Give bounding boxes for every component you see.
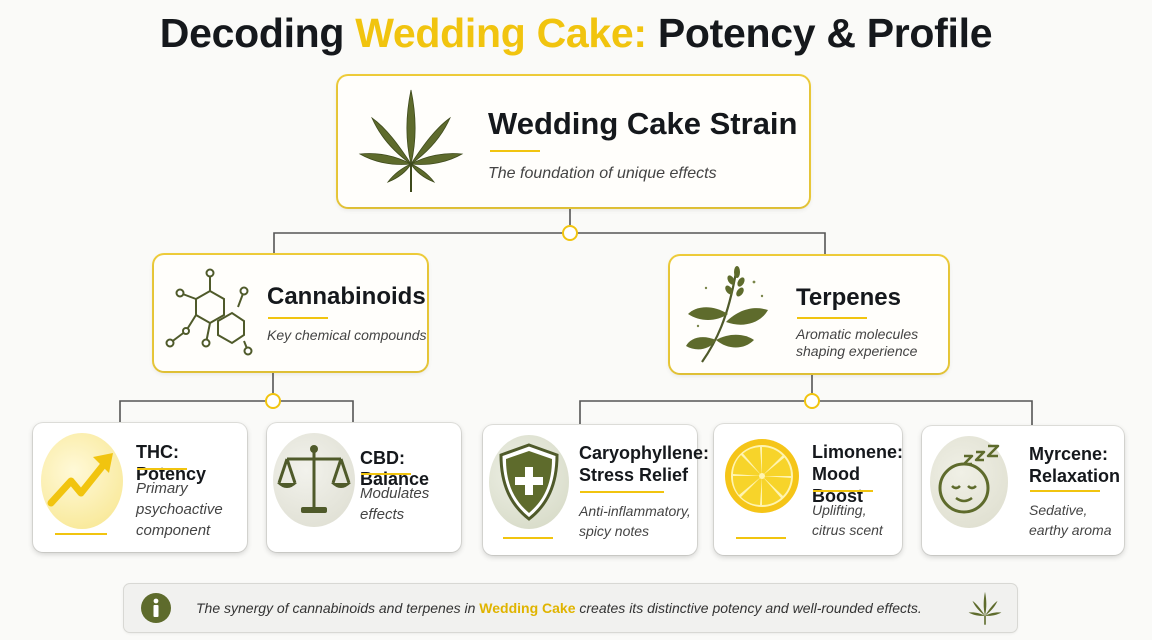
thc-desc-line1: Primary bbox=[136, 480, 188, 497]
myrcene-title: Myrcene: Relaxation bbox=[1029, 443, 1120, 487]
myrcene-underline bbox=[1030, 490, 1100, 492]
thc-icon-underline bbox=[55, 533, 107, 535]
limonene-underline bbox=[813, 490, 873, 492]
cbd-desc: Modulates effects bbox=[360, 483, 429, 525]
leaf-card-myrcene: Myrcene: Relaxation Sedative, earthy aro… bbox=[922, 426, 1124, 555]
title-highlight: Wedding Cake: bbox=[355, 10, 647, 56]
myrcene-desc: Sedative, earthy aroma bbox=[1029, 500, 1111, 540]
thc-desc-line2: psychoactive bbox=[136, 501, 223, 518]
myrcene-title-line1: Myrcene: bbox=[1029, 444, 1109, 464]
cbd-desc-line1: Modulates bbox=[360, 485, 430, 502]
sleeping-face-icon bbox=[938, 444, 1000, 514]
cannabinoids-desc: Key chemical compounds bbox=[267, 327, 427, 343]
cannabinoids-title: Cannabinoids bbox=[267, 283, 426, 310]
caryophyllene-desc: Anti-inflammatory, spicy notes bbox=[579, 501, 691, 541]
caryophyllene-icon-underline bbox=[503, 537, 553, 539]
cannabinoids-card: Cannabinoids Key chemical compounds bbox=[154, 255, 427, 371]
info-text-highlight: Wedding Cake bbox=[479, 600, 576, 616]
thc-underline bbox=[137, 468, 187, 470]
cannabinoids-underline bbox=[268, 317, 328, 319]
root-title: Wedding Cake Strain bbox=[488, 106, 798, 141]
rising-arrow-icon bbox=[47, 453, 113, 507]
limonene-title-line1: Limonene: bbox=[812, 442, 904, 462]
title-part2: Potency & Profile bbox=[646, 10, 993, 56]
terpenes-desc-line2: shaping experience bbox=[796, 343, 918, 359]
info-text: The synergy of cannabinoids and terpenes… bbox=[196, 600, 922, 616]
molecule-icon bbox=[165, 268, 253, 356]
info-icon bbox=[141, 593, 171, 623]
info-text-part2: creates its distinctive potency and well… bbox=[575, 600, 922, 616]
caryophyllene-desc-line2: spicy notes bbox=[579, 523, 650, 539]
limonene-desc: Uplifting, citrus scent bbox=[812, 500, 883, 540]
limonene-title: Limonene: Mood Boost bbox=[812, 441, 903, 507]
caryophyllene-title-line1: Caryophyllene: bbox=[579, 443, 710, 463]
myrcene-desc-line2: earthy aroma bbox=[1029, 522, 1112, 538]
leaf-card-cbd: CBD: Balance Modulates effects bbox=[267, 423, 461, 552]
root-desc: The foundation of unique effects bbox=[488, 165, 717, 182]
junction-dot-terpenes bbox=[804, 393, 820, 409]
thc-desc-line3: component bbox=[136, 522, 211, 539]
terpenes-title: Terpenes bbox=[796, 284, 901, 311]
info-banner: The synergy of cannabinoids and terpenes… bbox=[124, 584, 1017, 632]
thc-icon-bg bbox=[41, 433, 123, 529]
cbd-underline bbox=[361, 473, 411, 475]
lemon-slice-icon bbox=[725, 439, 799, 513]
caryophyllene-underline bbox=[580, 491, 664, 493]
myrcene-title-line2: Relaxation bbox=[1029, 466, 1121, 486]
balance-scale-icon bbox=[277, 445, 351, 513]
terpenes-desc: Aromatic molecules shaping experience bbox=[796, 326, 918, 360]
root-card: Wedding Cake Strain The foundation of un… bbox=[338, 76, 809, 207]
limonene-icon-underline bbox=[736, 537, 786, 539]
junction-dot-cannabinoids bbox=[265, 393, 281, 409]
limonene-desc-line1: Uplifting, bbox=[812, 502, 867, 518]
caryophyllene-title-line2: Stress Relief bbox=[579, 465, 689, 485]
limonene-desc-line2: citrus scent bbox=[812, 522, 883, 538]
caryophyllene-desc-line1: Anti-inflammatory, bbox=[579, 503, 691, 519]
leaf-card-thc: THC: Potency Primary psychoactive compon… bbox=[33, 423, 247, 552]
terpenes-underline bbox=[797, 317, 867, 319]
page-title: Decoding Wedding Cake: Potency & Profile bbox=[0, 10, 1152, 57]
caryophyllene-title: Caryophyllene: Stress Relief bbox=[579, 442, 709, 486]
herb-sprig-icon bbox=[686, 266, 768, 363]
junction-dot-root bbox=[562, 225, 578, 241]
cannabis-leaf-icon bbox=[968, 591, 1002, 625]
leaf-card-limonene: Limonene: Mood Boost Uplifting, citrus s… bbox=[714, 424, 903, 555]
cbd-desc-line2: effects bbox=[360, 506, 405, 523]
info-text-part1: The synergy of cannabinoids and terpenes… bbox=[196, 600, 480, 616]
terpenes-card: Terpenes Aromatic molecules shaping expe… bbox=[670, 256, 948, 373]
root-underline bbox=[490, 150, 540, 152]
thc-desc: Primary psychoactive component bbox=[136, 478, 223, 541]
title-part1: Decoding bbox=[159, 10, 356, 56]
terpenes-desc-line1: Aromatic molecules bbox=[796, 326, 919, 342]
shield-plus-icon bbox=[499, 443, 559, 521]
cannabis-leaf-icon bbox=[358, 89, 464, 192]
leaf-card-caryophyllene: Caryophyllene: Stress Relief Anti-inflam… bbox=[483, 425, 709, 555]
myrcene-desc-line1: Sedative, bbox=[1029, 502, 1088, 518]
